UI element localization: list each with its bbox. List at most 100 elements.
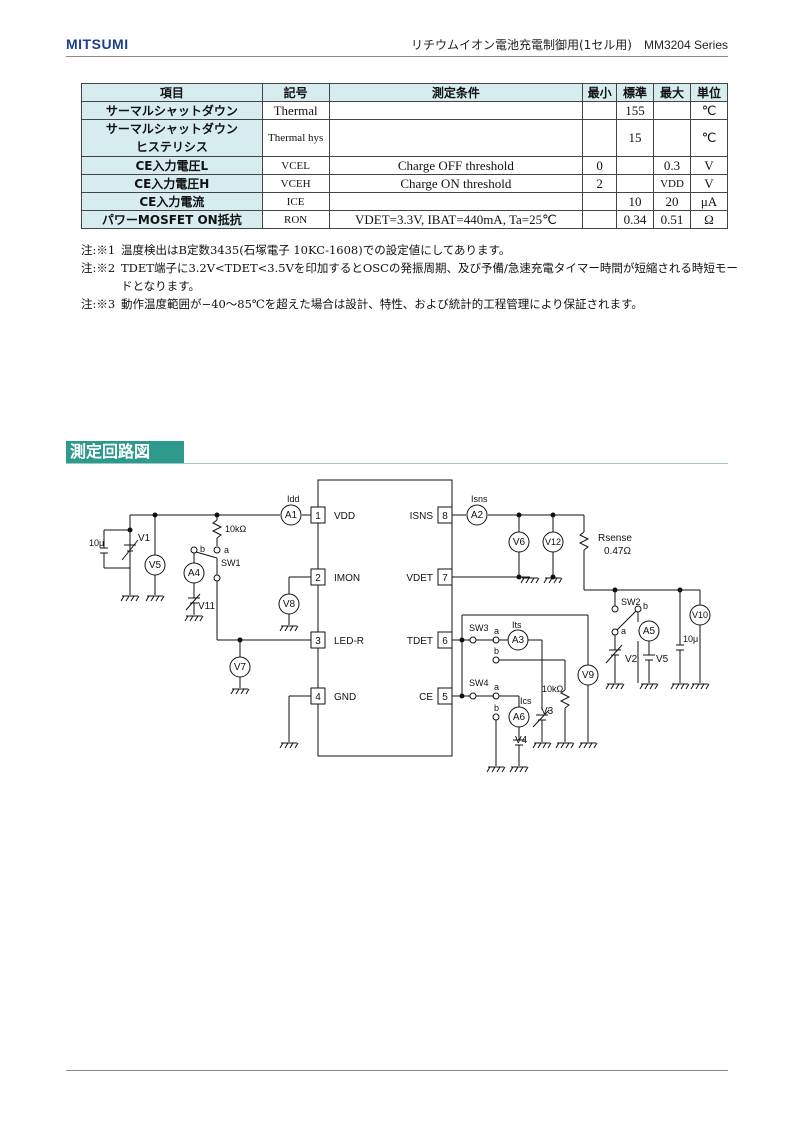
label-sw3: SW3 xyxy=(469,623,489,633)
table-row: サーマルシャットダウン Thermal 155 ℃ xyxy=(81,101,728,120)
section-divider xyxy=(66,463,728,464)
note-text: 温度検出はB定数3435(石塚電子 10KC-1608)での設定値にしてあります… xyxy=(121,243,511,257)
sw3-pos-a: a xyxy=(494,626,499,636)
row-symbol: Thermal xyxy=(261,101,330,120)
source-v1: V1 xyxy=(138,533,151,544)
section-heading: 測定回路図 xyxy=(66,441,184,463)
row-item: パワーMOSFET ON抵抗 xyxy=(81,210,263,229)
sw1-pos-b: b xyxy=(200,544,205,554)
col-header-symbol: 記号 xyxy=(261,83,330,102)
row-unit: Ω xyxy=(690,210,728,229)
sw4-pos-b: b xyxy=(494,703,499,713)
voltmeter-v5: V5 xyxy=(149,560,162,571)
pin-5-name: CE xyxy=(419,692,433,703)
col-header-typ: 標準 xyxy=(616,83,655,102)
label-r2: 10kΩ xyxy=(542,684,564,694)
row-item-line1: サーマルシャットダウン xyxy=(105,122,238,136)
ammeter-a4: A4 xyxy=(188,568,201,579)
ammeter-a5: A5 xyxy=(643,626,656,637)
label-sw1: SW1 xyxy=(221,558,241,568)
row-typ: 10 xyxy=(616,192,655,211)
note-3: 注:※3 動作温度範囲が−40〜85℃を超えた場合は設計、特性、および統計的工程管… xyxy=(81,295,741,313)
pin-8-number: 8 xyxy=(442,511,448,522)
row-item: サーマルシャットダウンヒステリシス xyxy=(81,119,263,157)
label-isns: Isns xyxy=(471,494,488,504)
row-symbol: Thermal hys xyxy=(261,119,330,157)
document-title-text: リチウムイオン電池充電制御用(1セル用) xyxy=(410,38,632,52)
voltmeter-v6: V6 xyxy=(513,537,526,548)
col-header-condition: 測定条件 xyxy=(328,83,584,102)
ammeter-a3: A3 xyxy=(512,635,525,646)
voltmeter-v10: V10 xyxy=(692,610,708,620)
note-text: TDET端子に3.2V<TDET<3.5Vを印加するとOSCの発振周期、及び予備… xyxy=(121,261,738,293)
row-symbol: ICE xyxy=(261,192,330,211)
note-1: 注:※1 温度検出はB定数3435(石塚電子 10KC-1608)での設定値にして… xyxy=(81,241,741,259)
voltmeter-v9: V9 xyxy=(582,670,595,681)
row-typ: 0.34 xyxy=(616,210,655,229)
company-logo: MITSUMI xyxy=(66,36,129,52)
ammeter-a6: A6 xyxy=(513,712,526,723)
row-item: CE入力電流 xyxy=(81,192,263,211)
note-2: 注:※2 TDET端子に3.2V<TDET<3.5Vを印加するとOSCの発振周期、… xyxy=(81,259,741,295)
source-v4: V4 xyxy=(515,735,528,746)
series-name: MM3204 Series xyxy=(643,38,728,52)
note-tag: 注:※1 xyxy=(81,243,116,257)
notes: 注:※1 温度検出はB定数3435(石塚電子 10KC-1608)での設定値にして… xyxy=(81,241,741,313)
ammeter-a1: A1 xyxy=(285,510,298,521)
row-symbol: VCEH xyxy=(261,174,330,193)
label-r1: 10kΩ xyxy=(225,524,247,534)
ammeter-a2: A2 xyxy=(471,510,484,521)
header-divider xyxy=(66,56,728,57)
sw3-pos-b: b xyxy=(494,646,499,656)
table-row: サーマルシャットダウンヒステリシス Thermal hys 15 ℃ xyxy=(81,119,728,157)
table-row: CE入力電流 ICE 10 20 μA xyxy=(81,192,728,211)
pin-2-name: IMON xyxy=(334,573,360,584)
pin-3-name: LED-R xyxy=(334,636,364,647)
col-header-min: 最小 xyxy=(582,83,618,102)
pin-4-name: GND xyxy=(334,692,356,703)
row-unit: ℃ xyxy=(690,119,728,157)
table-header-row: 項目 記号 測定条件 最小 標準 最大 単位 xyxy=(81,83,728,102)
row-condition: VDET=3.3V, IBAT=440mA, Ta=25℃ xyxy=(328,210,584,229)
row-max: 0.51 xyxy=(653,210,691,229)
pin-6-number: 6 xyxy=(442,636,448,647)
label-sw2: SW2 xyxy=(621,597,641,607)
pin-1-name: VDD xyxy=(334,511,355,522)
source-v3: V3 xyxy=(541,706,554,717)
pin-5-number: 5 xyxy=(442,692,448,703)
pin-7-name: VDET xyxy=(406,573,433,584)
pin-6-name: TDET xyxy=(407,636,433,647)
row-symbol: VCEL xyxy=(261,156,330,175)
footer-divider xyxy=(66,1070,728,1071)
sw4-pos-a: a xyxy=(494,682,499,692)
spec-table: 項目 記号 測定条件 最小 標準 最大 単位 サーマルシャットダウン Therm… xyxy=(81,83,728,229)
pin-8-name: ISNS xyxy=(410,511,434,522)
table-row: パワーMOSFET ON抵抗 RON VDET=3.3V, IBAT=440mA… xyxy=(81,210,728,229)
label-sw4: SW4 xyxy=(469,678,489,688)
label-v5-source: V5 xyxy=(656,654,669,665)
sw2-pos-a: a xyxy=(621,626,626,636)
row-item-line2: ヒステリシス xyxy=(135,140,208,154)
pin-2-number: 2 xyxy=(315,573,321,584)
note-tag: 注:※3 xyxy=(81,297,116,311)
sw1-pos-a: a xyxy=(224,545,229,555)
source-v11: V11 xyxy=(198,601,215,612)
document-title: リチウムイオン電池充電制御用(1セル用) MM3204 Series xyxy=(411,36,728,53)
pin-3-number: 3 xyxy=(315,636,321,647)
label-c2: 10μ xyxy=(683,634,698,644)
voltmeter-v8: V8 xyxy=(283,599,296,610)
label-ics: Ics xyxy=(520,696,532,706)
note-tag: 注:※2 xyxy=(81,261,116,275)
col-header-max: 最大 xyxy=(653,83,691,102)
row-typ: 15 xyxy=(616,119,655,157)
label-rsense: Rsense xyxy=(598,533,632,544)
section-title: 測定回路図 xyxy=(70,442,151,461)
row-symbol: RON xyxy=(261,210,330,229)
note-text: 動作温度範囲が−40〜85℃を超えた場合は設計、特性、および統計的工程管理により… xyxy=(121,297,643,311)
table-row: CE入力電圧H VCEH Charge ON threshold 2 VDD V xyxy=(81,174,728,193)
label-its: Its xyxy=(512,620,522,630)
pin-7-number: 7 xyxy=(442,573,448,584)
label-rsense-value: 0.47Ω xyxy=(604,546,631,557)
label-c1: 10μ xyxy=(89,538,104,548)
